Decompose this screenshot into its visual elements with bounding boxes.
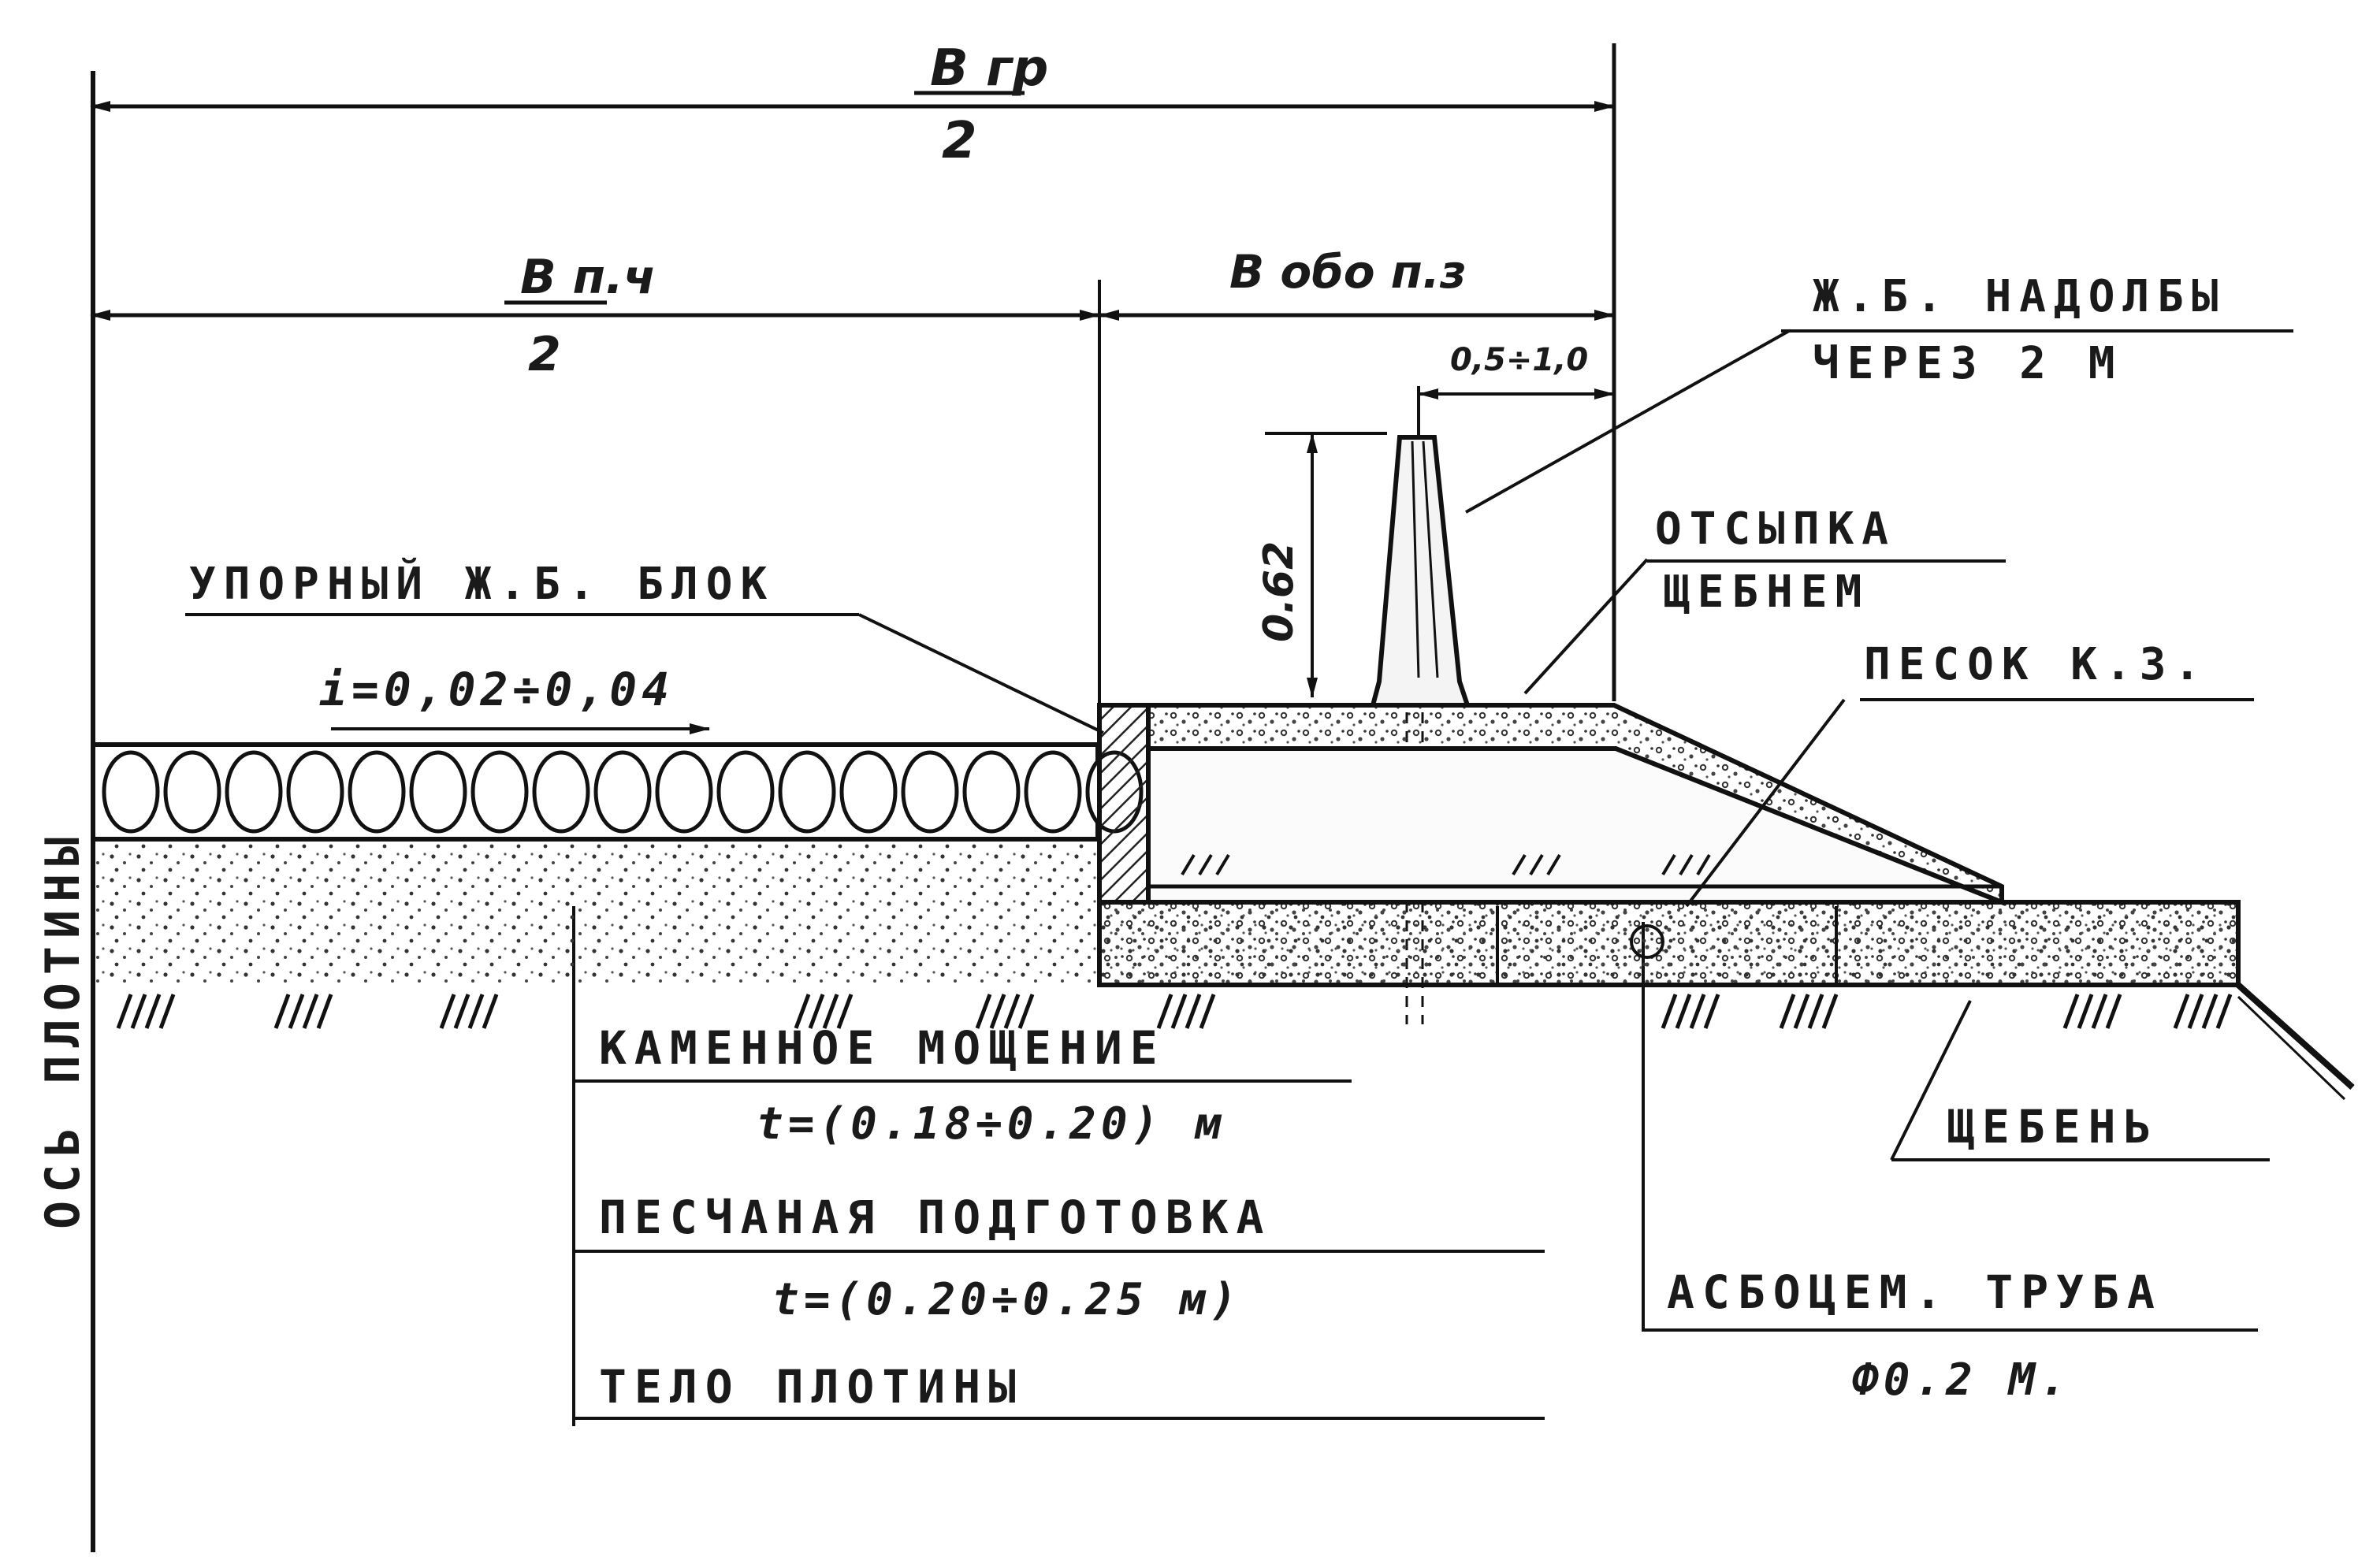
podgotovka-label-line1: ПЕСЧАНАЯ ПОДГОТОВКА xyxy=(599,1191,1271,1244)
paving-stone xyxy=(409,750,467,834)
ground-tick xyxy=(794,994,811,1029)
otsypka-label-line1: ОТСЫПКА xyxy=(1655,503,1896,555)
ground-tick xyxy=(1156,994,1173,1029)
ground-tick xyxy=(808,994,825,1029)
b-gr-denominator: 2 xyxy=(942,112,977,170)
axis-label: ОСЬ ПЛОТИНЫ xyxy=(35,830,91,1229)
paving-stone xyxy=(163,750,221,834)
nadolby-label-line1: Ж.Б. НАДОЛБЫ xyxy=(1813,271,2226,322)
b-pch-numerator: B п.ч xyxy=(520,250,656,305)
nadolby-label-line2: ЧЕРЕЗ 2 М xyxy=(1813,338,2122,389)
ground-tick xyxy=(288,994,305,1029)
paving-stone xyxy=(962,750,1021,834)
ground-tick xyxy=(2201,994,2219,1029)
ground-tick xyxy=(453,994,470,1029)
shcheben-label: ЩЕБЕНЬ xyxy=(1947,1100,2159,1154)
ground-tick xyxy=(836,994,854,1029)
ground-tick xyxy=(144,994,162,1029)
paving-stone xyxy=(839,750,898,834)
ground-tick xyxy=(316,994,333,1029)
paving-stone xyxy=(286,750,344,834)
top-offset-value: 0,5÷1,0 xyxy=(1450,342,1588,378)
ground-tick xyxy=(2105,994,2122,1029)
ground-tick xyxy=(302,994,319,1029)
paving-stone xyxy=(593,750,652,834)
paving-stones xyxy=(102,750,1144,834)
ground-tick xyxy=(116,994,133,1029)
pesok-label: ПЕСОК К.З. xyxy=(1864,639,2208,690)
ground-tick xyxy=(2215,994,2233,1029)
paving-stone xyxy=(225,750,283,834)
paving-stone xyxy=(348,750,406,834)
ground-tick xyxy=(822,994,839,1029)
ground-hatching xyxy=(116,994,2233,1029)
paving-stone xyxy=(532,750,590,834)
paving-stone xyxy=(470,750,529,834)
ground-tick xyxy=(1821,994,1839,1029)
paving-stone xyxy=(901,750,959,834)
ground-tick xyxy=(273,994,291,1029)
truba-label-line2: Ф0.2 М. xyxy=(1852,1354,2071,1406)
telo-label: ТЕЛО ПЛОТИНЫ xyxy=(599,1360,1024,1414)
ground-tick xyxy=(439,994,456,1029)
ground-tick xyxy=(1003,994,1021,1029)
ground-tick xyxy=(1170,994,1188,1029)
ground-tick xyxy=(1793,994,1810,1029)
paving-stone xyxy=(102,750,160,834)
ground-tick xyxy=(2062,994,2080,1029)
ground-tick xyxy=(1703,994,1720,1029)
ground-tick xyxy=(989,994,1006,1029)
ground-tick xyxy=(975,994,992,1029)
paving-stone xyxy=(655,750,713,834)
ground-tick xyxy=(1199,994,1216,1029)
ground-tick xyxy=(1689,994,1706,1029)
dimension-b-pch xyxy=(90,300,1615,321)
fill-hatching xyxy=(1181,853,1711,876)
ground-tick xyxy=(2173,994,2190,1029)
ground-tick xyxy=(1807,994,1824,1029)
podgotovka-label-line2: t=(0.20÷0.25 м) xyxy=(772,1274,1242,1325)
ground-tick xyxy=(2077,994,2094,1029)
ground-tick xyxy=(2091,994,2108,1029)
gravel-base xyxy=(1097,900,2241,987)
asbestos-pipe xyxy=(1630,924,1664,959)
ground-tick xyxy=(130,994,147,1029)
dimension-b-gr xyxy=(90,91,1615,112)
leader-lines xyxy=(185,329,2293,1420)
upor-block-label: УПОРНЫЙ Ж.Б. БЛОК xyxy=(189,558,775,610)
b-pch-denominator: 2 xyxy=(528,327,561,382)
otsypka-label-line2: ЩЕБНЕМ xyxy=(1663,567,1869,618)
b-gr-numerator: B гр xyxy=(930,39,1048,98)
ground-tick xyxy=(1661,994,1678,1029)
height-value: 0.62 xyxy=(1255,541,1303,642)
moshchenie-label-line1: КАМЕННОЕ МОЩЕНИЕ xyxy=(599,1021,1166,1075)
ground-tick xyxy=(158,994,176,1029)
slope-label: i=0,02÷0,04 xyxy=(319,663,674,716)
paving-stone xyxy=(778,750,836,834)
concrete-post xyxy=(1370,435,1471,708)
ground-tick xyxy=(1017,994,1035,1029)
paving-stone xyxy=(1024,750,1082,834)
support-concrete-block xyxy=(1097,703,1151,905)
moshchenie-label-line2: t=(0.18÷0.20) м xyxy=(757,1098,1226,1150)
b-obochina-label: B обо п.з xyxy=(1229,245,1467,299)
truba-label-line1: АСБОЦЕМ. ТРУБА xyxy=(1667,1265,2163,1319)
ground-tick xyxy=(1779,994,1796,1029)
ground-tick xyxy=(482,994,499,1029)
paving-stone xyxy=(716,750,775,834)
downstream-slope xyxy=(2236,983,2355,1090)
ground-tick xyxy=(1185,994,1202,1029)
ground-tick xyxy=(467,994,485,1029)
ground-tick xyxy=(2187,994,2204,1029)
ground-tick xyxy=(1675,994,1692,1029)
shoulder-sand-fill xyxy=(1146,746,2003,905)
